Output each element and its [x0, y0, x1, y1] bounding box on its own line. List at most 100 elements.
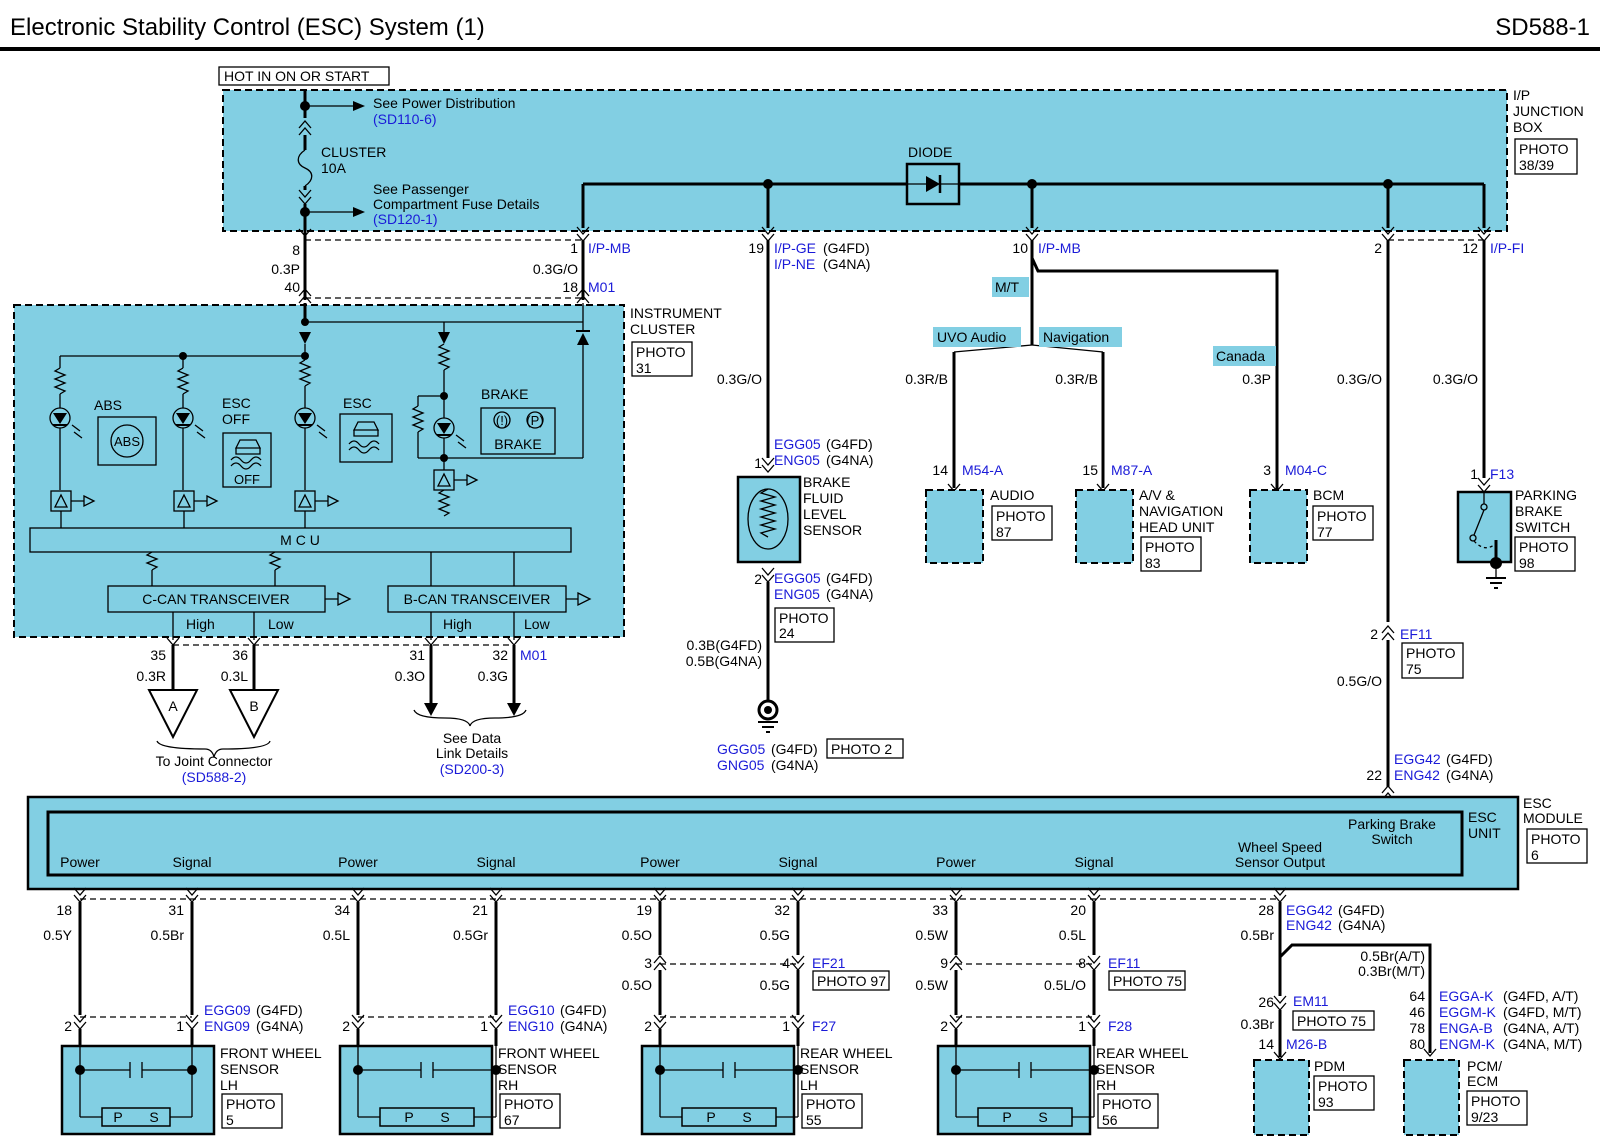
esc-module-photo-2: 6: [1531, 847, 1539, 863]
sensor-conn-pin-2: 2: [64, 1018, 72, 1034]
bf-egg05-b-spec: (G4FD): [826, 570, 873, 586]
c-can-low: Low: [268, 616, 295, 632]
sensor-name-2: SENSOR: [800, 1061, 859, 1077]
see-passenger-2: Compartment Fuse Details: [373, 196, 540, 212]
sensor-name-3: RH: [498, 1077, 518, 1093]
esc-feed-egg42-spec: (G4FD): [1446, 751, 1493, 767]
joint-label: To Joint Connector: [156, 753, 273, 769]
bf-pin-1: 1: [754, 455, 762, 471]
bf-eng05-b-spec: (G4NA): [826, 586, 873, 602]
conn-ip-mb-2: I/P-MB: [1038, 240, 1081, 256]
power-label-frame: [218, 66, 390, 86]
junction-bus: [581, 162, 1486, 228]
brake-icon-text: BRAKE: [494, 436, 541, 452]
nav-highlight: [1039, 327, 1122, 347]
sensor-name-2: SENSOR: [220, 1061, 279, 1077]
pdm-photo-frame: [1313, 1075, 1375, 1111]
pcm-pin-conn: EGGM-K: [1439, 1004, 1496, 1020]
conn-ip-ne: I/P-NE: [774, 256, 815, 272]
sensor-conn-pin-2: 2: [342, 1018, 350, 1034]
audio-name: AUDIO: [990, 487, 1034, 503]
wire-03G: 0.3G: [478, 668, 508, 684]
sensor-mid-conn: EF21: [812, 955, 846, 971]
brake-fluid-circuit: [736, 240, 802, 733]
sensor-ps-p: P: [1002, 1109, 1011, 1125]
avn-pin: 15: [1082, 462, 1098, 478]
pcm-pin-spec: (G4FD, A/T): [1503, 988, 1578, 1004]
sensor-conn-b-spec: (G4NA): [560, 1018, 607, 1034]
sensor-wire-power-2: 0.5W: [915, 977, 948, 993]
sensor-mid-photo: PHOTO 97: [817, 973, 886, 989]
see-power-ref: (SD110-6): [373, 111, 437, 127]
bf-wire-b2: 0.5B(G4NA): [686, 653, 762, 669]
avn-photo-1: PHOTO: [1145, 539, 1195, 555]
pdm-photo-2: 93: [1318, 1094, 1334, 1110]
esc-module-name-1: ESC: [1523, 795, 1552, 811]
page-code: SD588-1: [1495, 14, 1590, 41]
esc-module-photo-frame: [1526, 828, 1588, 864]
dlc-ref: (SD200-3): [440, 761, 505, 777]
sensor-mid-photo-frame: [812, 970, 890, 991]
power-label: HOT IN ON OR START: [224, 68, 370, 84]
avn-photo-frame: [1140, 536, 1202, 572]
bcm-name: BCM: [1313, 487, 1344, 503]
avn-name-3: HEAD UNIT: [1139, 519, 1215, 535]
sensor-conn-pin-1: 1: [782, 1018, 790, 1034]
sensor-wire-power: 0.5L: [323, 927, 350, 943]
esc-signal-3: Signal: [779, 854, 818, 870]
wire-03R: 0.3R: [136, 668, 166, 684]
instrument-cluster-box: [13, 304, 625, 638]
esc-feed-wire-2: 0.5G/O: [1337, 673, 1382, 689]
wss-em11-photo: PHOTO 75: [1297, 1013, 1366, 1029]
pcm-pin-spec: (G4FD, M/T): [1503, 1004, 1582, 1020]
pcm-pin-spec: (G4NA, M/T): [1503, 1036, 1582, 1052]
esc-feed-photo-1: PHOTO: [1406, 645, 1456, 661]
bf-name-3: LEVEL: [803, 506, 847, 522]
b-can-label: B-CAN TRANSCEIVER: [404, 591, 551, 607]
esc-label: ESC: [343, 395, 372, 411]
conn-ip-ge: I/P-GE: [774, 240, 816, 256]
esc-feed-ef11: EF11: [1400, 626, 1433, 642]
esc-feed-circuit: [1381, 240, 1395, 801]
wss-output-circuit: [1253, 902, 1460, 1136]
sensor-ps-p: P: [404, 1109, 413, 1125]
joint-a: A: [168, 698, 178, 714]
sensor-ps-s: S: [440, 1109, 449, 1125]
sensor-ps-box: [101, 1107, 171, 1127]
bf-ggg05-spec: (G4FD): [771, 741, 818, 757]
junction-box-photo-1: PHOTO: [1519, 141, 1569, 157]
bcm-photo-frame: [1312, 505, 1374, 541]
opt-canada: Canada: [1216, 348, 1265, 364]
sensor-ps-s: S: [1038, 1109, 1047, 1125]
sensor-photo-2: 56: [1102, 1112, 1118, 1128]
uvo-highlight: [933, 327, 1021, 347]
avn-wire: 0.3R/B: [1055, 371, 1098, 387]
wss-wire-at: 0.5Br(A/T): [1360, 948, 1425, 964]
pcm-pin-number: 78: [1409, 1020, 1425, 1036]
sensor-pin-signal: 20: [1070, 902, 1086, 918]
pin-36: 36: [232, 647, 248, 663]
sensor-photo-1: PHOTO: [226, 1096, 276, 1112]
bf-ggg05: GGG05: [717, 741, 765, 757]
sensor-conn-b: ENG10: [508, 1018, 554, 1034]
esc-feed-photo-frame: [1401, 642, 1464, 679]
pin-12: 12: [1462, 240, 1478, 256]
sensor-pin-power: 33: [932, 902, 948, 918]
conn-m01-a: M01: [588, 279, 615, 295]
esc-feed-wire: 0.3G/O: [1337, 371, 1382, 387]
sensor-conn-a-spec: (G4FD): [560, 1002, 607, 1018]
sensor-name-3: LH: [220, 1077, 238, 1093]
sensor-pin-signal: 32: [774, 902, 790, 918]
bf-photo-1: PHOTO: [779, 610, 829, 626]
sensor-photo-2: 5: [226, 1112, 234, 1128]
esc-feed-pin-2: 2: [1370, 626, 1378, 642]
pin-2-top: 2: [1374, 240, 1382, 256]
bcm-conn: M04-C: [1285, 462, 1327, 478]
brake-icon-left: (!): [496, 413, 508, 428]
conn-m01-b: M01: [520, 647, 547, 663]
sensor-name-1: FRONT WHEEL: [498, 1045, 600, 1061]
sensor-name-1: REAR WHEEL: [1096, 1045, 1189, 1061]
pin-19: 19: [748, 240, 764, 256]
sensor-name-2: SENSOR: [1096, 1061, 1155, 1077]
